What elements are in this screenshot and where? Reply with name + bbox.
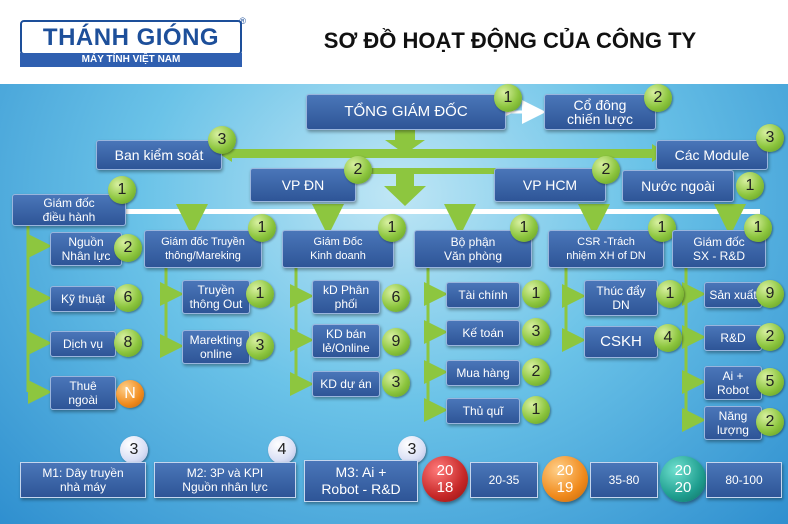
badge-tong-giam-doc: 1 [494,84,522,112]
badge-kd-du-an: 3 [382,369,410,397]
badge-ai-robot: 5 [756,368,784,396]
badge-kd-ban-le: 9 [382,328,410,356]
node-ai-robot: Ai +Robot [704,366,762,400]
node-ban-kiem-soat: Ban kiểm soát [96,140,222,170]
logo-tagline: MÁY TÍNH VIỆT NAM [20,53,242,67]
company-logo: THÁNH GIÓNG ® MÁY TÍNH VIỆT NAM [20,16,246,67]
badge-vp-hcm: 2 [592,156,620,184]
badge-thu-quy: 1 [522,396,550,424]
badge-ky-thuat: 6 [114,284,142,312]
node-dich-vu: Dịch vụ [50,331,116,357]
badge-ban-kiem-soat: 3 [208,126,236,154]
badge-dich-vu: 8 [114,329,142,357]
badge-giam-doc-dieu-hanh: 1 [108,176,136,204]
badge-thue-ngoai: N [116,380,144,408]
node-tai-chinh: Tài chính [446,282,520,308]
badge-ke-toan: 3 [522,318,550,346]
badge-nuoc-ngoai: 1 [736,172,764,200]
badge-m2: 4 [268,436,296,464]
node-san-xuat: Sản xuất [704,282,762,308]
arrow-tgd-down [385,128,425,154]
logo-name: THÁNH GIÓNG [20,20,242,55]
node-rd: R&D [704,325,762,351]
range-2019: 35-80 [590,462,658,498]
badge-csr: 1 [648,214,676,242]
badge-kd-phan-phoi: 6 [382,284,410,312]
badge-truyen-thong-out: 1 [246,280,274,308]
badge-co-dong: 2 [644,84,672,112]
node-nuoc-ngoai: Nước ngoài [622,170,734,202]
node-cskh: CSKH [584,326,658,358]
node-cac-module: Các Module [656,140,768,170]
bar-bks-module [232,149,652,158]
node-kd-du-an: KD dự án [312,371,380,397]
header: THÁNH GIÓNG ® MÁY TÍNH VIỆT NAM SƠ ĐỒ HO… [0,0,788,84]
badge-marketing-online: 3 [246,332,274,360]
badge-cac-module: 3 [756,124,784,152]
badge-m3: 3 [398,436,426,464]
node-ke-toan: Kế toán [446,320,520,346]
badge-tai-chinh: 1 [522,280,550,308]
badge-bo-phan-van-phong: 1 [510,214,538,242]
badge-nang-luong: 2 [756,408,784,436]
page-title: SƠ ĐỒ HOẠT ĐỘNG CỦA CÔNG TY [323,28,697,53]
node-vp-hcm: VP HCM [494,168,606,202]
node-ky-thuat: Kỹ thuật [50,286,116,312]
badge-cskh: 4 [654,324,682,352]
badge-vp-dn: 2 [344,156,372,184]
badge-giam-doc-sx-rd: 1 [744,214,772,242]
arrow-center-down [384,168,426,206]
badge-san-xuat: 9 [756,280,784,308]
node-thu-quy: Thủ quĩ [446,398,520,424]
milestone-m3: M3: Ai +Robot - R&D [304,460,418,502]
node-vp-dn: VP ĐN [250,168,356,202]
badge-thuc-day-dn: 1 [656,280,684,308]
badge-giam-doc-kinh-doanh: 1 [378,214,406,242]
logo-registered-mark: ® [239,16,246,26]
node-mua-hang: Mua hàng [446,360,520,386]
badge-mua-hang: 2 [522,358,550,386]
badge-giam-doc-truyen-thong: 1 [248,214,276,242]
range-2020: 80-100 [706,462,782,498]
range-2018: 20-35 [470,462,538,498]
badge-rd: 2 [756,323,784,351]
badge-m1: 3 [120,436,148,464]
node-tong-giam-doc: TỔNG GIÁM ĐỐC [306,94,506,130]
badge-nguon-nhan-luc: 2 [114,234,142,262]
